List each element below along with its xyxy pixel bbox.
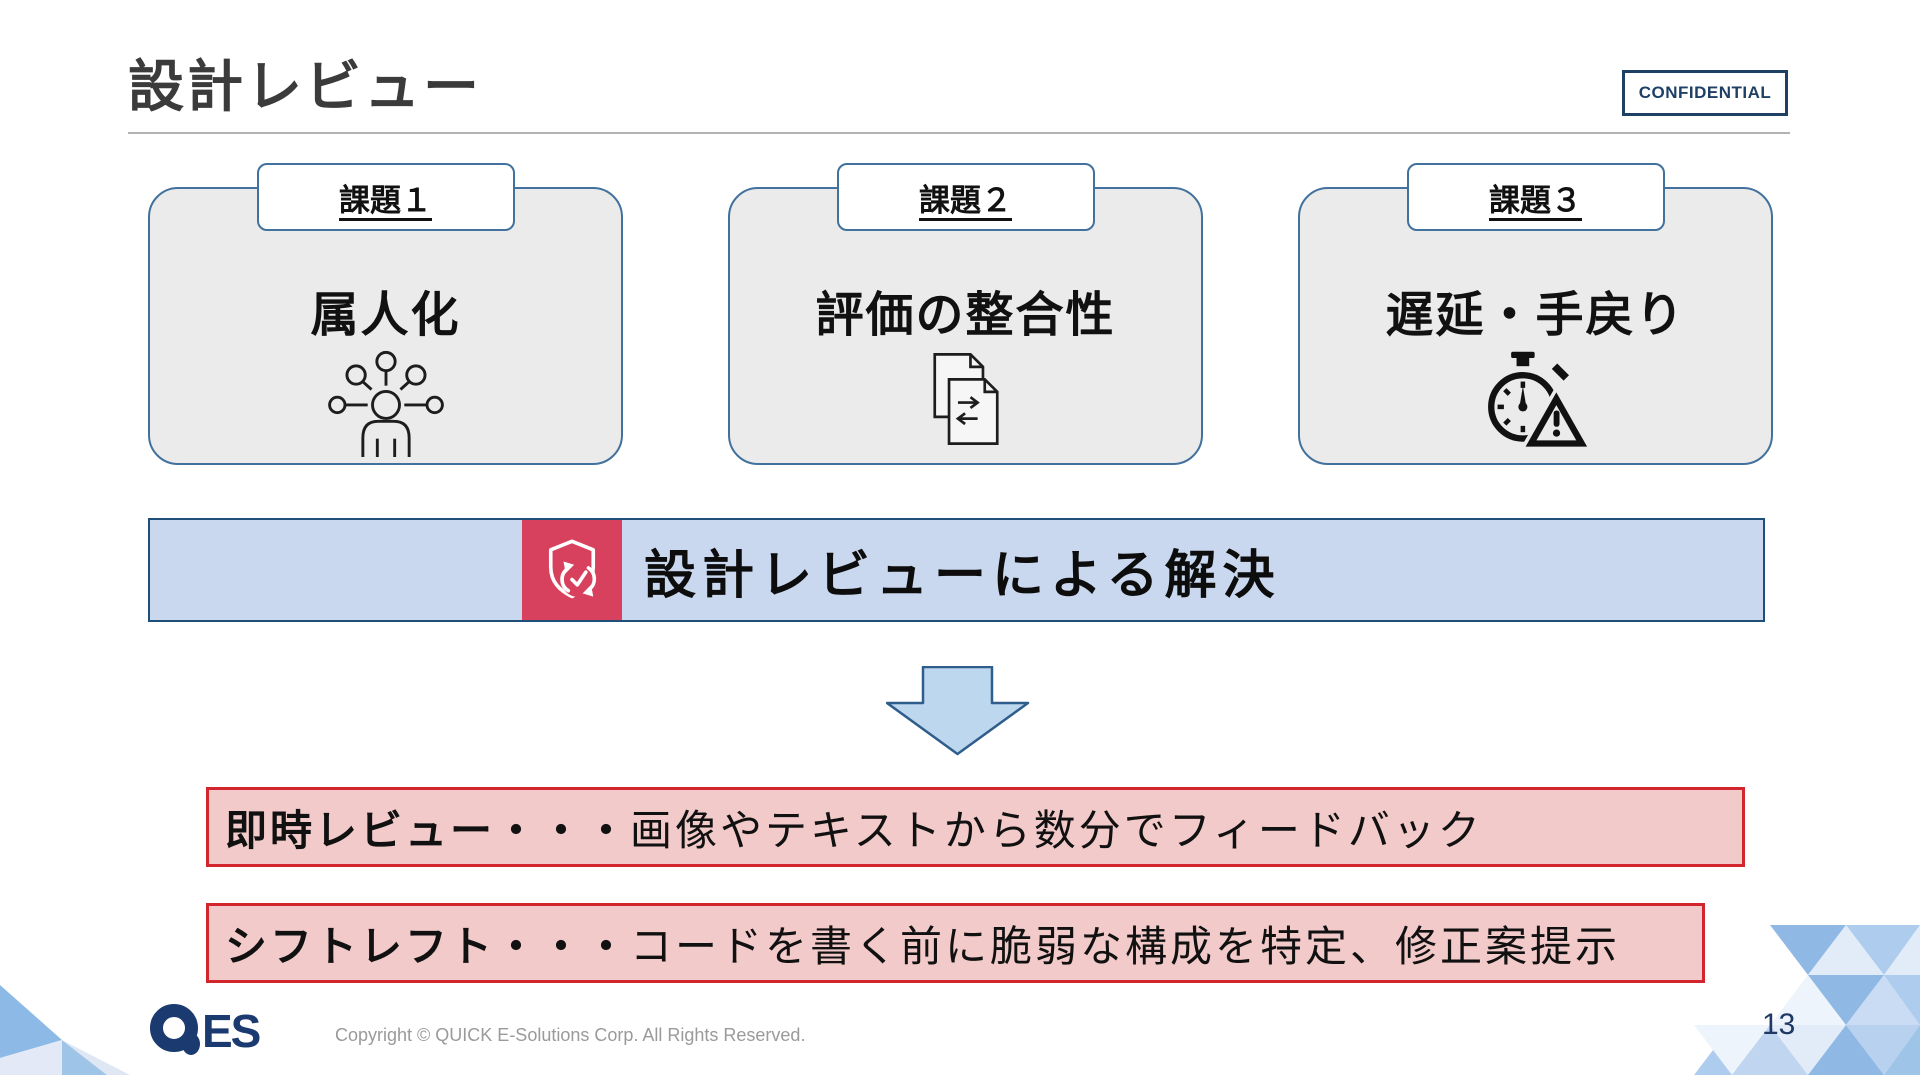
issue-label-1: 属人化 xyxy=(310,289,461,342)
issue-label-2: 評価の整合性 xyxy=(815,289,1116,342)
confidential-badge: CONFIDENTIAL xyxy=(1622,70,1788,116)
issue-card-2: 課題２ 評価の整合性 xyxy=(728,163,1203,465)
solution-banner: 設計レビューによる解決 xyxy=(148,518,1765,622)
shield-refresh-icon xyxy=(522,520,622,620)
down-arrow-icon xyxy=(885,665,1030,761)
qes-logo-es: ES xyxy=(202,1005,261,1057)
qes-logo-dot xyxy=(182,1033,200,1055)
page-number: 13 xyxy=(1762,1008,1796,1041)
page-title: 設計レビュー xyxy=(128,55,482,118)
corner-decoration-right xyxy=(1640,925,1920,1080)
person-network-icon xyxy=(326,349,446,462)
issue-label-3: 遅延・手戻り xyxy=(1385,289,1686,342)
benefit-shift-left: シフトレフト・・・コードを書く前に脆弱な構成を特定、修正案提示 xyxy=(206,903,1705,983)
documents-exchange-icon xyxy=(914,349,1018,454)
stopwatch-warning-icon xyxy=(1475,349,1597,458)
benefit-description: 画像やテキストから数分でフィードバック xyxy=(630,806,1483,854)
benefit-description: コードを書く前に脆弱な構成を特定、修正案提示 xyxy=(630,922,1621,970)
benefit-instant-review: 即時レビュー・・・画像やテキストから数分でフィードバック xyxy=(206,787,1745,867)
issue-tab-3: 課題３ xyxy=(1406,163,1665,231)
issue-card-3: 課題３ 遅延・手戻り xyxy=(1298,163,1773,465)
issue-card-1: 課題１ 属人化 xyxy=(148,163,623,465)
solution-banner-text: 設計レビューによる解決 xyxy=(644,546,1281,605)
benefit-separator: ・・・ xyxy=(495,922,631,970)
qes-logo: ES xyxy=(150,1000,261,1057)
title-divider xyxy=(128,132,1790,134)
benefit-separator: ・・・ xyxy=(495,806,631,854)
benefit-lead: 即時レビュー xyxy=(225,806,496,854)
copyright-text: Copyright © QUICK E-Solutions Corp. All … xyxy=(335,1025,806,1045)
benefit-lead: シフトレフト xyxy=(225,922,496,970)
corner-decoration-left xyxy=(0,980,130,1080)
issue-tab-2: 課題２ xyxy=(836,163,1095,231)
issue-tab-1: 課題１ xyxy=(256,163,515,231)
